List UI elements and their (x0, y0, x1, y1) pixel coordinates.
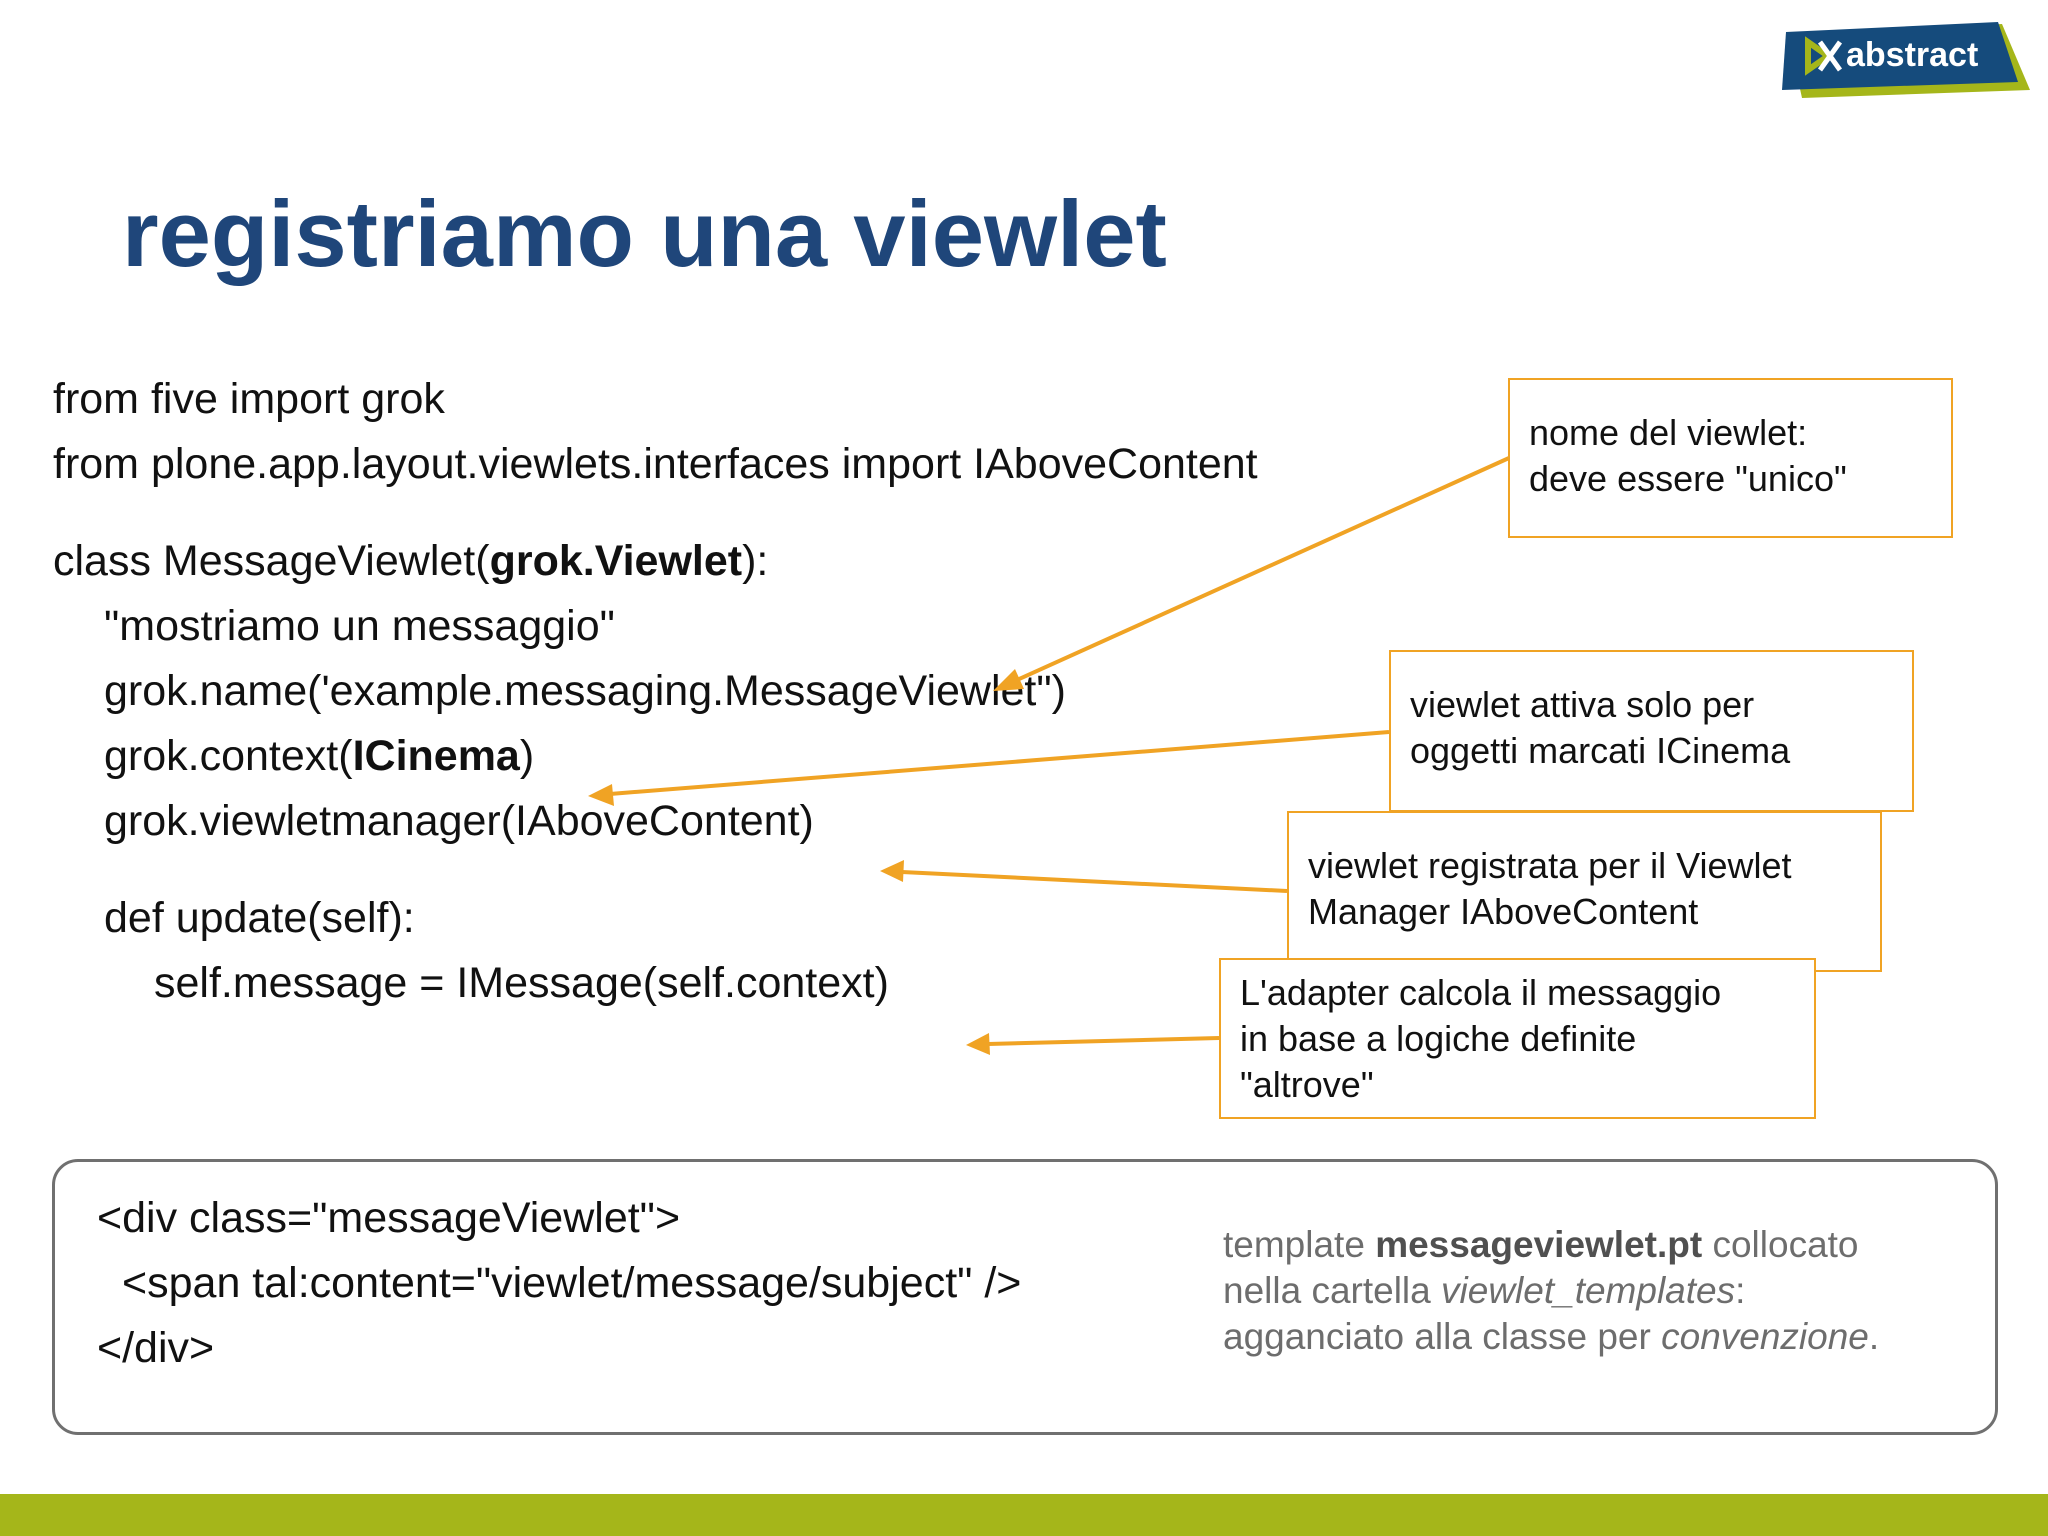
callout-context-line2: oggetti marcati ICinema (1410, 730, 1791, 771)
page-title: registriamo una viewlet (122, 181, 1167, 286)
footer-bar (0, 1494, 2048, 1536)
code-grok-context: grok.context(ICinema) (104, 731, 534, 781)
code-grok-name: grok.name('example.messaging.MessageView… (104, 667, 1066, 715)
template-note-line2: nella cartella viewlet_templates: (1223, 1270, 1746, 1311)
callout-viewlet-context: viewlet attiva solo per oggetti marcati … (1389, 650, 1914, 812)
template-filename: messageviewlet.pt (1375, 1224, 1703, 1265)
arrow-adapter (987, 1036, 1220, 1046)
template-note-line3: agganciato alla classe per convenzione. (1223, 1316, 1880, 1357)
code-import-grok: from five import grok (53, 375, 445, 423)
template-note: template messageviewlet.pt collocato nel… (1223, 1222, 1879, 1360)
code-context-pre: grok.context( (104, 732, 353, 780)
callout-viewlet-name: nome del viewlet: deve essere "unico" (1508, 378, 1953, 538)
template-line-div-open: <div class="messageViewlet"> (97, 1194, 681, 1242)
code-def-update: def update(self): (104, 894, 415, 942)
template-folder: viewlet_templates (1441, 1270, 1736, 1311)
arrow-manager-head (880, 860, 904, 882)
code-update-body: self.message = IMessage(self.context) (154, 959, 889, 1007)
callout-manager-line2: Manager IAboveContent (1308, 891, 1699, 932)
arrow-context (609, 730, 1390, 796)
code-class-def: class MessageViewlet(grok.Viewlet): (53, 536, 768, 586)
arrow-manager (901, 870, 1288, 893)
logo-text: abstract (1846, 36, 1978, 74)
code-context-post: ) (519, 732, 535, 780)
callout-manager-line1: viewlet registrata per il Viewlet (1308, 845, 1792, 886)
callout-adapter-line2: in base a logiche definite (1240, 1018, 1637, 1059)
callout-name-line2: deve essere "unico" (1529, 458, 1847, 499)
code-docstring: "mostriamo un messaggio" (104, 602, 615, 650)
callout-context-line1: viewlet attiva solo per (1410, 684, 1755, 725)
template-box (52, 1159, 1998, 1435)
callout-adapter: L'adapter calcola il messaggio in base a… (1219, 958, 1816, 1119)
arrow-adapter-head (966, 1033, 990, 1055)
callout-adapter-line1: L'adapter calcola il messaggio (1240, 972, 1722, 1013)
callout-name-line1: nome del viewlet: (1529, 412, 1808, 453)
template-convention: convenzione (1661, 1316, 1869, 1357)
code-grok-viewletmanager: grok.viewletmanager(IAboveContent) (104, 797, 814, 845)
code-class-pre: class MessageViewlet( (53, 537, 490, 585)
template-line-span: <span tal:content="viewlet/message/subje… (122, 1259, 1022, 1307)
code-context-iface: ICinema (352, 732, 520, 780)
code-import-interfaces: from plone.app.layout.viewlets.interface… (53, 440, 1258, 488)
template-note-line1: template messageviewlet.pt collocato (1223, 1224, 1859, 1265)
abstract-logo: abstract (1782, 22, 2030, 98)
template-line-div-close: </div> (97, 1324, 215, 1372)
code-class-base: grok.Viewlet (489, 537, 743, 585)
callout-viewlet-manager: viewlet registrata per il Viewlet Manage… (1287, 811, 1882, 972)
code-class-post: ): (742, 537, 769, 585)
logo-mark-icon (1805, 36, 1843, 76)
callout-adapter-line3: "altrove" (1240, 1064, 1374, 1105)
